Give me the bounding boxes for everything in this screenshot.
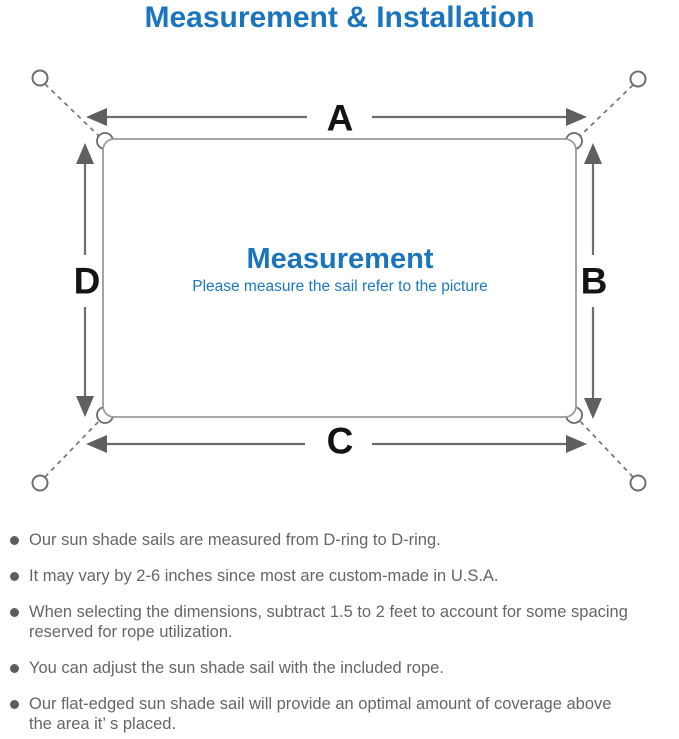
arrowhead-down-icon <box>76 396 94 417</box>
anchor-ring-icon <box>629 474 647 492</box>
arrowhead-left-icon <box>86 435 107 453</box>
list-item: When selecting the dimensions, subtract … <box>10 602 672 642</box>
list-item: It may vary by 2-6 inches since most are… <box>10 566 672 586</box>
diagram-center-subtitle: Please measure the sail refer to the pic… <box>192 278 488 295</box>
list-item: Our flat-edged sun shade sail will provi… <box>10 694 672 734</box>
dimension-label-a: A <box>326 97 354 139</box>
rope-dashed-lines <box>44 83 634 478</box>
bullet-icon <box>10 536 19 545</box>
note-text: When selecting the dimensions, subtract … <box>29 603 628 641</box>
note-text: Our flat-edged sun shade sail will provi… <box>29 695 612 733</box>
sail-outline <box>102 138 577 418</box>
note-text: Our sun shade sails are measured from D-… <box>29 531 441 549</box>
measurement-arrow-lines <box>83 115 595 446</box>
anchor-ring-icon <box>629 70 647 88</box>
dimension-label-b: B <box>580 260 608 302</box>
note-text: It may vary by 2-6 inches since most are… <box>29 567 499 585</box>
rope-top-right <box>578 84 634 138</box>
arrowhead-right-icon <box>566 108 587 126</box>
page-title: Measurement & Installation <box>144 1 535 34</box>
bullet-icon <box>10 572 19 581</box>
bullet-icon <box>10 664 19 673</box>
anchor-ring-icon <box>31 69 49 87</box>
note-text: You can adjust the sun shade sail with t… <box>29 659 444 677</box>
rope-bottom-left <box>44 419 101 478</box>
measurement-notes-list: Our sun shade sails are measured from D-… <box>10 530 672 739</box>
anchor-ring-icon <box>31 474 49 492</box>
rope-top-left <box>44 83 101 138</box>
anchor-rings <box>31 69 647 492</box>
diagram-center-title: Measurement <box>246 243 434 275</box>
bullet-icon <box>10 700 19 709</box>
bullet-icon <box>10 608 19 617</box>
rope-bottom-right <box>578 419 634 478</box>
sail-measurement-diagram <box>31 69 647 492</box>
dimension-label-c: C <box>326 420 354 462</box>
arrowhead-up-icon <box>76 143 94 164</box>
arrowhead-left-icon <box>86 108 107 126</box>
dimension-label-d: D <box>73 260 101 302</box>
arrowhead-up-icon <box>584 143 602 164</box>
arrowhead-right-icon <box>566 435 587 453</box>
list-item: Our sun shade sails are measured from D-… <box>10 530 672 550</box>
measurement-arrow-heads <box>76 108 602 453</box>
list-item: You can adjust the sun shade sail with t… <box>10 658 672 678</box>
arrowhead-down-icon <box>584 398 602 419</box>
